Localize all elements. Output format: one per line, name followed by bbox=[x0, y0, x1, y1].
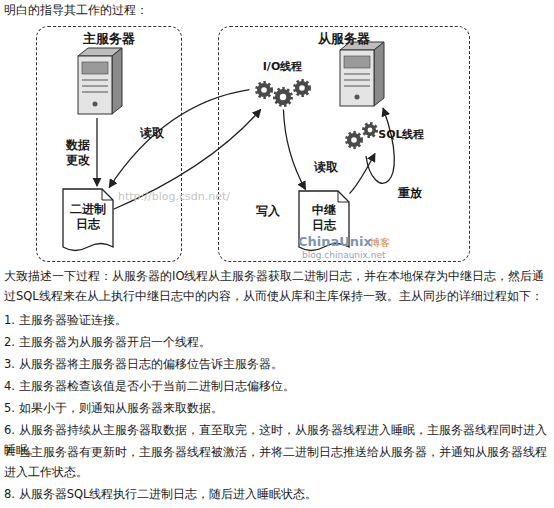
gear-body bbox=[295, 81, 309, 95]
step-item: 4. 主服务器检查该值是否小于当前二进制日志偏移位。 bbox=[4, 376, 552, 396]
flow-arrow bbox=[109, 90, 249, 188]
watermark-logo: ChinaUnix bbox=[298, 234, 372, 249]
gear-body bbox=[275, 89, 291, 105]
gear-icon bbox=[295, 81, 309, 95]
server-icon bbox=[78, 48, 122, 114]
log-document: 二进制 日志 bbox=[62, 188, 114, 254]
step-item: 2. 主服务器为从服务器开启一个线程。 bbox=[4, 332, 552, 352]
group-heading: 主服务器 bbox=[37, 31, 181, 47]
step-item: 7. 当主服务器有更新时，主服务器线程被激活，并将二进制日志推送给从服务器，并通… bbox=[4, 442, 552, 482]
gear-hole bbox=[261, 87, 267, 93]
document-label: 二进制 日志 bbox=[62, 188, 114, 246]
gear-hole bbox=[367, 127, 372, 132]
gear-hole bbox=[279, 93, 285, 99]
intro-text: 明白的指导其工作的过程： bbox=[4, 1, 544, 19]
flow-arrow bbox=[283, 110, 305, 190]
server-button bbox=[355, 95, 360, 100]
data-change-arrow bbox=[96, 118, 97, 186]
server-slot bbox=[82, 86, 108, 87]
server-slot bbox=[82, 80, 108, 81]
thread-label: SQL线程 bbox=[378, 128, 424, 142]
group-heading: 从服务器 bbox=[219, 31, 469, 47]
body-paragraph: 大致描述一下过程：从服务器的IO线程从主服务器获取二进制日志，并在本地保存为中继… bbox=[4, 266, 552, 306]
server-slot bbox=[82, 92, 108, 93]
server-group: 主服务器二进制 日志 bbox=[36, 26, 182, 262]
edge-label: 读取 bbox=[140, 126, 164, 140]
gear-icon bbox=[257, 83, 271, 97]
document-fold bbox=[102, 189, 113, 200]
step-item: 3. 从服务器将主服务器日志的偏移位告诉主服务器。 bbox=[4, 354, 552, 374]
gear-hole bbox=[351, 137, 357, 143]
gear-group bbox=[345, 118, 379, 154]
server-front bbox=[340, 50, 374, 106]
server-slot bbox=[344, 74, 370, 75]
gear-body bbox=[347, 133, 361, 147]
arrow-label: 重放 bbox=[398, 186, 422, 200]
watermark: http://blog.csdn.net/ bbox=[118, 190, 230, 203]
gear-icon bbox=[275, 89, 291, 105]
thread-node: SQL线程 bbox=[345, 118, 425, 154]
server-side bbox=[374, 42, 384, 106]
watermark-url: blog.chinaunix.net bbox=[302, 250, 386, 261]
step-item: 1. 主服务器验证连接。 bbox=[4, 310, 552, 330]
thread-label: I/O线程 bbox=[250, 60, 316, 73]
server-panel bbox=[344, 56, 370, 68]
document-fold bbox=[338, 191, 349, 202]
server-panel bbox=[82, 62, 108, 74]
edge-label: 写入 bbox=[256, 204, 280, 218]
server-side bbox=[112, 48, 122, 114]
edge-label: 读取 bbox=[314, 160, 338, 174]
thread-node: I/O线程 bbox=[250, 60, 316, 110]
step-item: 8. 从服务器SQL线程执行二进制日志，随后进入睡眠状态。 bbox=[4, 484, 552, 504]
document-shape bbox=[63, 189, 113, 251]
gear-icon bbox=[364, 124, 376, 136]
gear-hole bbox=[299, 85, 305, 91]
server-button bbox=[93, 102, 98, 107]
gear-icon bbox=[347, 133, 361, 147]
gear-body bbox=[364, 124, 376, 136]
gear-body bbox=[257, 83, 271, 97]
arrow-label: 数据 更改 bbox=[66, 138, 92, 168]
flow-arrow bbox=[350, 154, 375, 194]
server-icon bbox=[340, 42, 384, 106]
step-item: 5. 如果小于，则通知从服务器来取数据。 bbox=[4, 398, 552, 418]
watermark-logo: 博客 bbox=[370, 237, 390, 249]
flow-arrow bbox=[114, 110, 261, 210]
replay-arrow bbox=[366, 108, 394, 183]
server-group: 从服务器I/O线程SQL线程中继 日志 bbox=[218, 26, 470, 262]
server-slot bbox=[344, 86, 370, 87]
server-front bbox=[78, 56, 112, 114]
server-slot bbox=[344, 80, 370, 81]
